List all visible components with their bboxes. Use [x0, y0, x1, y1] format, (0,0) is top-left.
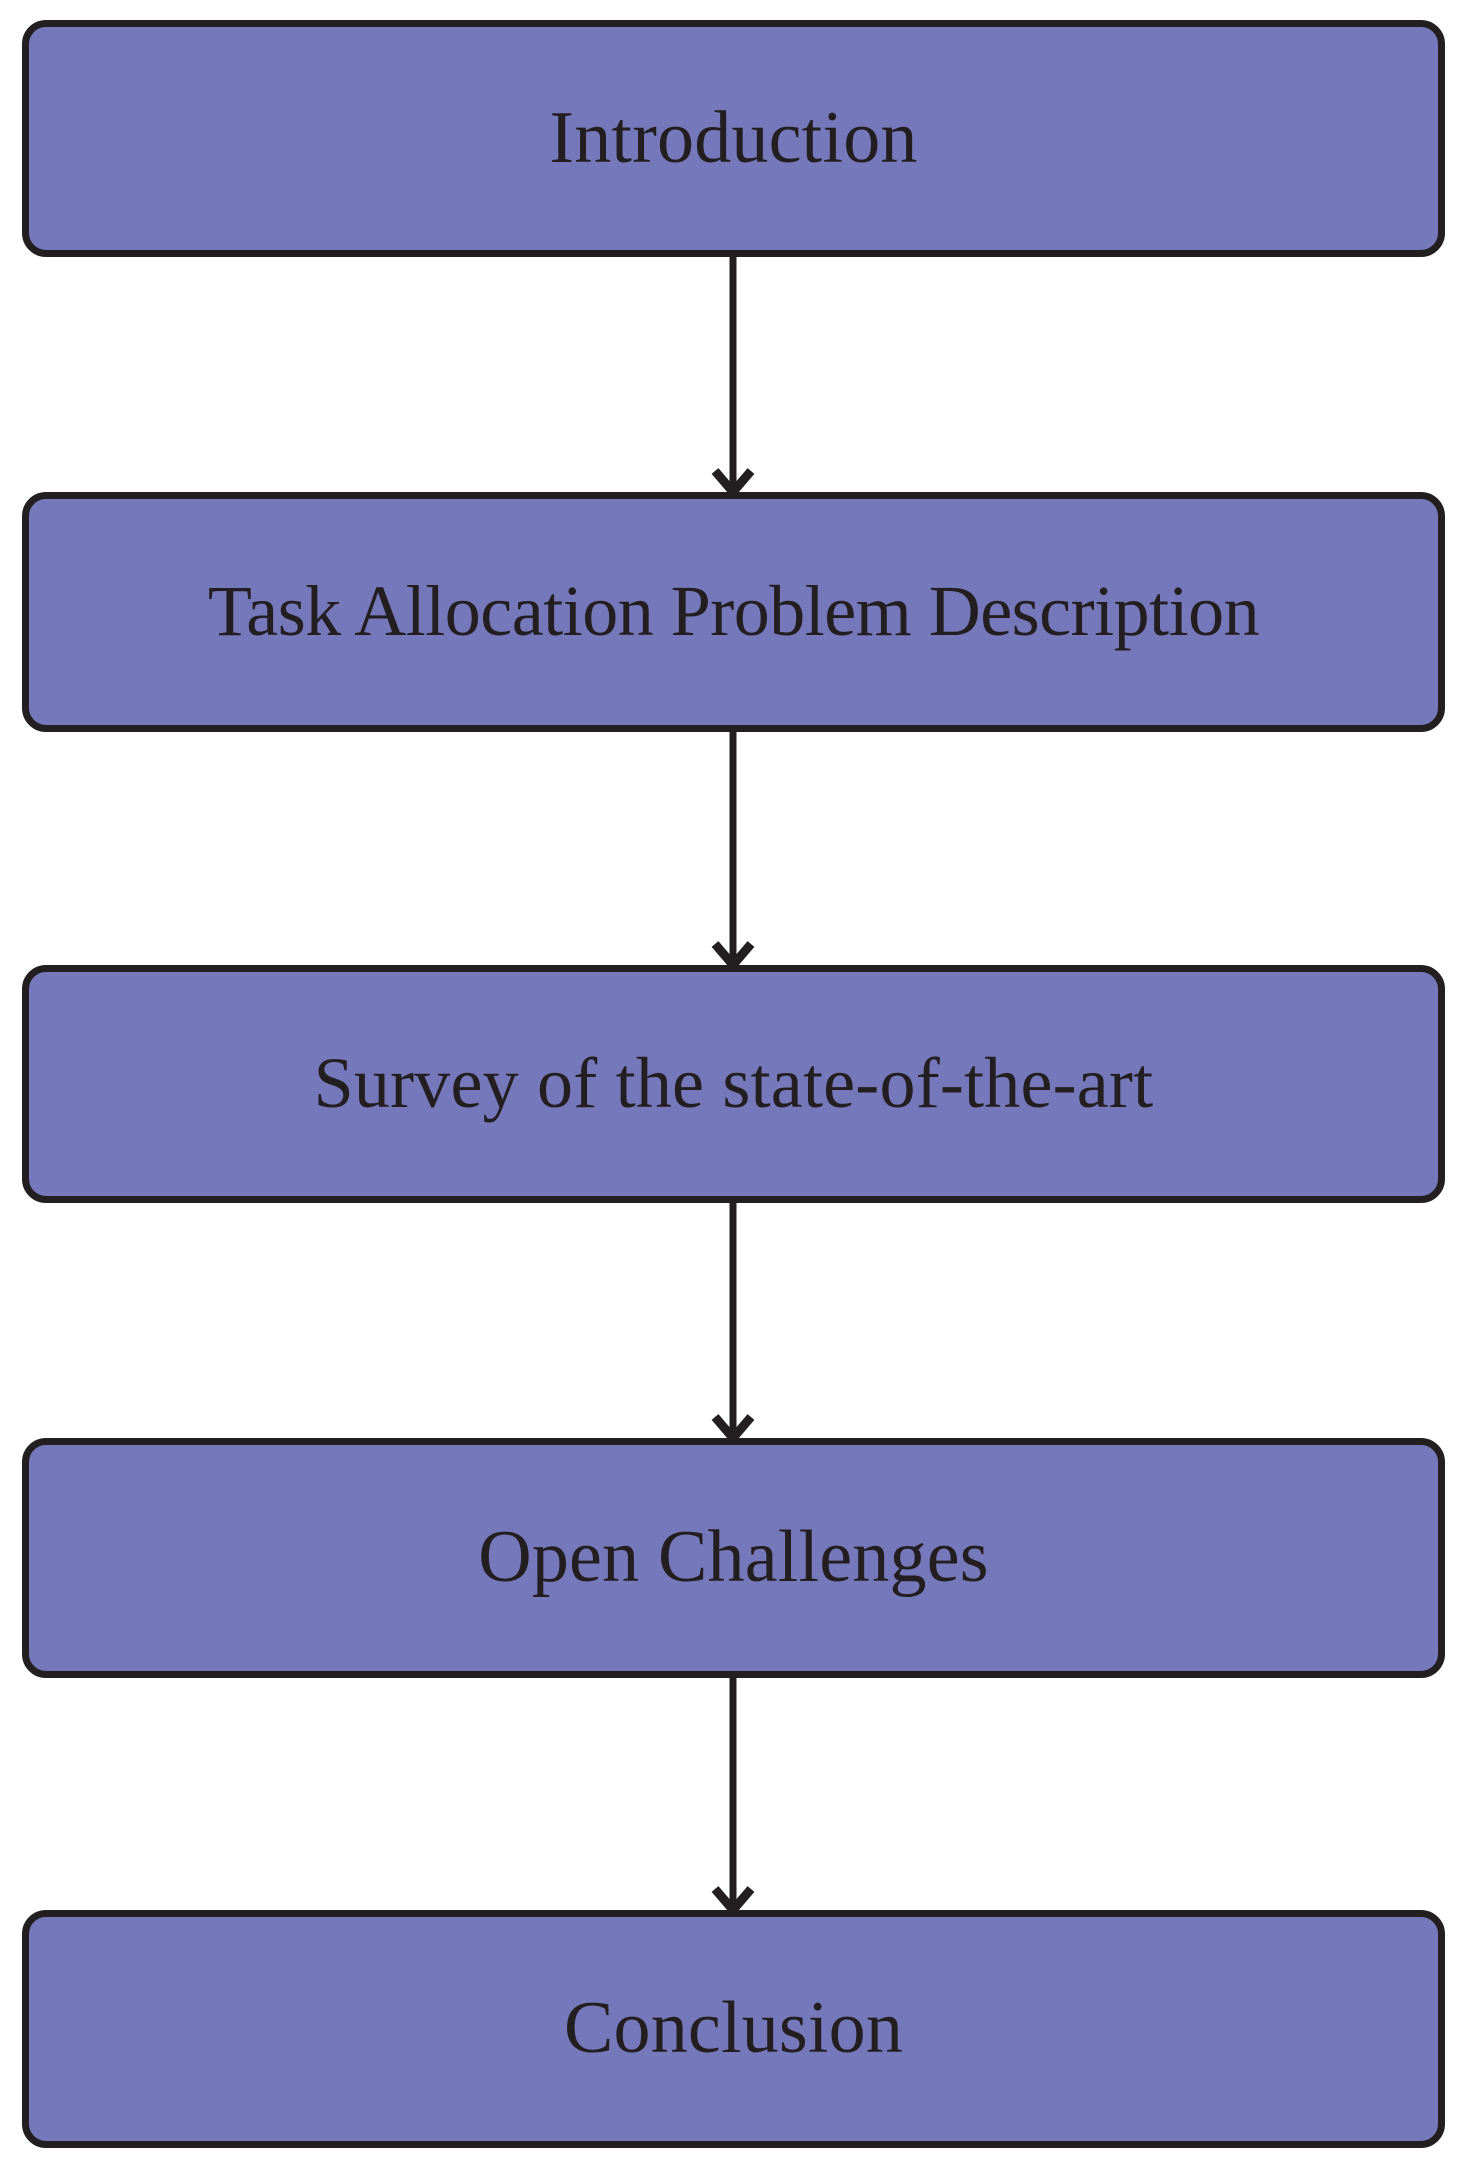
arrow-task-allocation-problem-description-to-survey-of-the-state-of-the-art: [711, 732, 755, 972]
node-label: Introduction: [549, 96, 918, 179]
node-label: Open Challenges: [478, 1516, 989, 1599]
flowchart-node-survey-of-the-state-of-the-art[interactable]: Survey of the state-of-the-art: [22, 965, 1445, 1203]
node-label: Survey of the state-of-the-art: [313, 1043, 1154, 1124]
flowchart-node-open-challenges[interactable]: Open Challenges: [22, 1438, 1445, 1678]
arrow-survey-of-the-state-of-the-art-to-open-challenges: [711, 1203, 755, 1445]
flowchart-node-introduction[interactable]: Introduction: [22, 20, 1445, 257]
flowchart-node-task-allocation-problem-description[interactable]: Task Allocation Problem Description: [22, 492, 1445, 732]
node-label: Task Allocation Problem Description: [207, 571, 1260, 652]
arrow-introduction-to-task-allocation-problem-description: [711, 257, 755, 499]
arrow-open-challenges-to-conclusion: [711, 1678, 755, 1917]
node-label: Conclusion: [563, 1987, 904, 2070]
flowchart-node-conclusion[interactable]: Conclusion: [22, 1910, 1445, 2148]
